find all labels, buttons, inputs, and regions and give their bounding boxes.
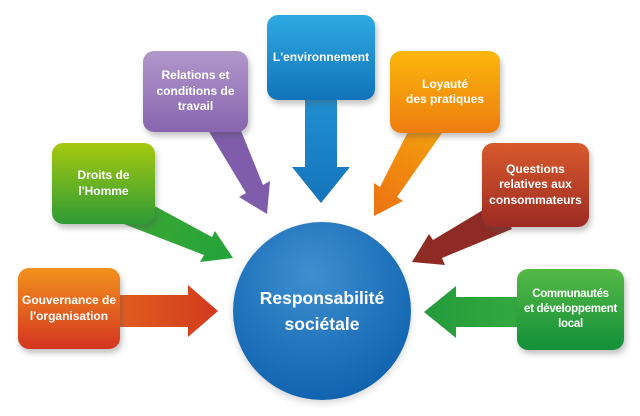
node-droits-homme: Droits de l'Homme — [52, 143, 155, 224]
node-communautes-developpement-local-label: Communautés et développement local — [524, 288, 617, 330]
arrow-environnement — [292, 95, 350, 203]
node-relations-conditions-travail-label: Relations et conditions de travail — [156, 68, 235, 114]
node-loyaute-pratiques: Loyauté des pratiques — [390, 51, 500, 133]
node-gouvernance-organisation-label: Gouvernance de l'organisation — [21, 293, 117, 323]
node-questions-consommateurs: Questions relatives aux consommateurs — [482, 143, 589, 227]
arrow-communautes-developpement-local — [424, 286, 525, 338]
node-communautes-developpement-local: Communautés et développement local — [517, 269, 624, 350]
node-environnement: L'environnement — [267, 15, 375, 100]
center-circle-label: Responsabilité sociétale — [259, 287, 385, 334]
node-questions-consommateurs-label: Questions relatives aux consommateurs — [489, 161, 582, 207]
arrow-loyaute-pratiques — [374, 110, 447, 216]
node-environnement-label: L'environnement — [272, 49, 370, 64]
arrow-relations-conditions-travail — [205, 111, 270, 214]
node-gouvernance-organisation: Gouvernance de l'organisation — [18, 268, 120, 349]
node-droits-homme-label: Droits de l'Homme — [77, 168, 130, 198]
node-relations-conditions-travail: Relations et conditions de travail — [143, 51, 248, 132]
center-circle-responsabilite-societale: Responsabilité sociétale — [233, 222, 411, 400]
arrow-gouvernance-organisation — [110, 285, 218, 337]
node-loyaute-pratiques-label: Loyauté des pratiques — [405, 76, 485, 106]
